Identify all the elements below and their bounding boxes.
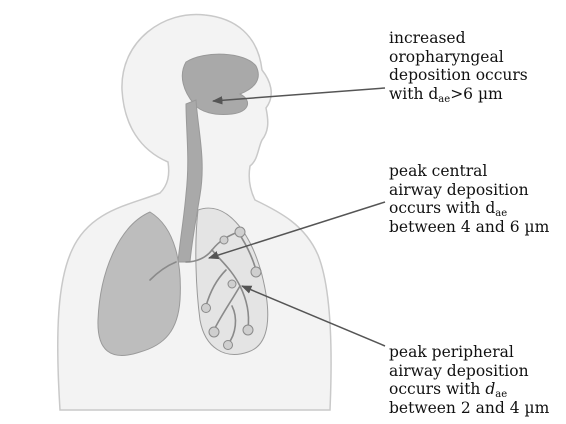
peripheral-line-4: between 2 and 4 µm <box>389 399 549 418</box>
oro-line-4-sub: ae <box>438 94 450 105</box>
central-line-4: between 4 and 6 µm <box>389 218 549 237</box>
peripheral-airway-label: peak peripheral airway deposition occurs… <box>389 343 549 417</box>
central-line-3: occurs with dae <box>389 199 549 218</box>
oro-line-2: oropharyngeal <box>389 48 528 67</box>
oro-line-4-prefix: with d <box>389 85 438 103</box>
central-line-3-prefix: occurs with d <box>389 199 495 217</box>
central-line-2: airway deposition <box>389 181 549 200</box>
oro-line-4-suffix: >6 µm <box>450 85 503 103</box>
central-airway-label: peak central airway deposition occurs wi… <box>389 162 549 236</box>
oro-line-3: deposition occurs <box>389 66 528 85</box>
peripheral-line-1: peak peripheral <box>389 343 549 362</box>
oro-line-1: increased <box>389 29 528 48</box>
peripheral-line-3: occurs with dae <box>389 380 549 399</box>
peripheral-line-2: airway deposition <box>389 362 549 381</box>
oro-line-4: with dae>6 µm <box>389 85 528 104</box>
central-line-1: peak central <box>389 162 549 181</box>
oropharyngeal-label: increased oropharyngeal deposition occur… <box>389 29 528 103</box>
peripheral-line-3-var: d <box>485 380 495 398</box>
peripheral-line-3-prefix: occurs with <box>389 380 485 398</box>
